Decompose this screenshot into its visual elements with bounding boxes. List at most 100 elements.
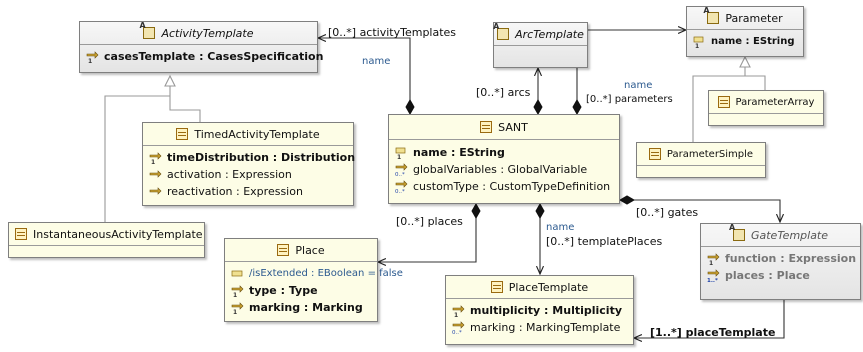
class-header: ArcTemplate — [493, 22, 587, 46]
class-place[interactable]: Place /isExtended : EBoolean = false 1 t… — [224, 238, 403, 322]
label-activity-name: name — [362, 56, 391, 67]
class-name: Parameter — [725, 11, 783, 25]
class-name: GateTemplate — [750, 228, 829, 242]
class-header: Parameter — [687, 6, 803, 30]
abstract-class-icon — [139, 21, 156, 39]
class-name: PlaceTemplate — [508, 280, 589, 294]
abstract-class-icon — [703, 6, 720, 24]
class-sant[interactable]: SANT 1 name : EString 0..* globalVariabl… — [388, 114, 620, 204]
attribute-row: 1..* places : Place — [707, 267, 854, 284]
diamond-arcs — [533, 98, 543, 116]
class-gate-template[interactable]: GateTemplate 1 function : Expression 1..… — [700, 223, 861, 300]
diamond-template-places — [535, 202, 545, 220]
attribute-text: reactivation : Expression — [167, 185, 303, 198]
empty-compartment — [9, 246, 204, 256]
attribute-row: 1 multiplicity : Multiplicity — [452, 302, 627, 319]
reference-icon: 1 — [231, 284, 244, 297]
attribute-text: marking : Marking — [249, 301, 363, 314]
label-param-name: name — [624, 80, 653, 91]
attribute-text: marking : MarkingTemplate — [470, 321, 621, 334]
gen-param-array — [744, 66, 766, 90]
attribute-text: activation : Expression — [167, 168, 292, 181]
class-header: SANT — [389, 115, 619, 140]
svg-text:0..*: 0..* — [395, 189, 405, 193]
class-header: TimedActivityTemplate — [143, 123, 353, 146]
class-name: SANT — [498, 120, 528, 134]
svg-text:1: 1 — [233, 309, 237, 314]
gen-param-simple — [692, 75, 745, 142]
class-icon — [15, 228, 27, 240]
class-timed-activity-template[interactable]: TimedActivityTemplate 1 timeDistribution… — [142, 122, 356, 206]
class-header: ParameterArray — [709, 91, 823, 114]
attribute-text: timeDistribution : Distribution — [167, 151, 356, 164]
class-parameter[interactable]: Parameter 1 name : EString — [686, 6, 804, 57]
attribute-row: 0..* globalVariables : GlobalVariable — [395, 161, 613, 178]
attribute-row: 1 marking : Marking — [231, 299, 371, 316]
label-place-template-ref: [1..*] placeTemplate — [650, 326, 776, 339]
attribute-text: multiplicity : Multiplicity — [470, 304, 622, 317]
class-icon — [480, 121, 493, 133]
class-instantaneous-activity-template[interactable]: InstantaneousActivityTemplate — [8, 222, 205, 258]
class-header: Place — [225, 239, 377, 262]
svg-text:1: 1 — [88, 58, 92, 63]
class-icon — [176, 128, 189, 140]
reference-icon: 1 — [707, 252, 720, 265]
class-header: ParameterSimple — [637, 143, 765, 166]
gen-triangle-parameter — [739, 55, 751, 68]
attribute-text: /isExtended : EBoolean = false — [249, 268, 403, 279]
class-name: TimedActivityTemplate — [194, 127, 320, 141]
class-icon — [717, 96, 730, 108]
class-icon — [490, 281, 503, 293]
class-parameter-array[interactable]: ParameterArray — [708, 90, 824, 126]
reference-icon — [149, 185, 162, 198]
class-name: Place — [295, 243, 325, 257]
svg-text:1: 1 — [709, 260, 713, 265]
class-icon — [277, 244, 290, 256]
diamond-places — [471, 202, 481, 220]
label-parameters: [0..*] parameters — [586, 94, 673, 105]
attribute-row: 1 type : Type — [231, 282, 371, 299]
svg-text:1..*: 1..* — [707, 278, 718, 282]
svg-text:1: 1 — [695, 43, 699, 48]
class-place-template[interactable]: PlaceTemplate 1 multiplicity : Multiplic… — [445, 275, 634, 345]
attribute-row: 1 function : Expression — [707, 250, 857, 267]
reference-many-icon: 1..* — [707, 269, 720, 282]
class-header: ActivityTemplate — [80, 21, 317, 45]
class-header: GateTemplate — [701, 223, 860, 247]
attribute-row: 1 casesTemplate : CasesSpecification — [86, 48, 323, 65]
label-gates: [0..*] gates — [636, 206, 699, 219]
edge-places — [378, 204, 477, 262]
attribute-text: customType : CustomTypeDefinition — [413, 180, 611, 193]
svg-text:1: 1 — [397, 154, 401, 159]
class-name: ArcTemplate — [515, 27, 584, 41]
reference-icon: 1 — [452, 304, 465, 317]
attribute-text: function : Expression — [725, 252, 857, 265]
attribute-row: 0..* marking : MarkingTemplate — [452, 319, 627, 336]
class-name: ActivityTemplate — [161, 26, 254, 40]
attribute-icon: 1 — [395, 146, 408, 159]
attribute-text: casesTemplate : CasesSpecification — [104, 50, 324, 63]
class-parameter-simple[interactable]: ParameterSimple — [636, 142, 766, 178]
attribute-row: 1 name : EString — [395, 144, 613, 161]
label-tp-name: name — [546, 222, 575, 233]
svg-text:1: 1 — [233, 292, 237, 297]
attribute-text: places : Place — [725, 269, 810, 282]
attribute-text: name : EString — [711, 36, 795, 47]
reference-icon: 1 — [149, 151, 162, 164]
label-template-places: [0..*] templatePlaces — [546, 235, 663, 248]
attribute-icon: 1 — [693, 35, 706, 48]
diamond-activity — [405, 98, 415, 116]
svg-text:1: 1 — [454, 312, 458, 317]
class-name: ParameterSimple — [666, 148, 754, 160]
attribute-text: type : Type — [249, 284, 318, 297]
svg-text:1: 1 — [151, 159, 155, 164]
derived-attribute-icon — [231, 267, 244, 280]
abstract-class-icon — [729, 223, 745, 241]
class-arc-template[interactable]: ArcTemplate — [493, 22, 588, 68]
edge-place-template — [634, 300, 785, 338]
gen-instant — [104, 95, 170, 222]
class-icon — [648, 148, 661, 160]
class-activity-template[interactable]: ActivityTemplate 1 casesTemplate : Cases… — [79, 21, 323, 73]
svg-text:0..*: 0..* — [452, 330, 462, 334]
